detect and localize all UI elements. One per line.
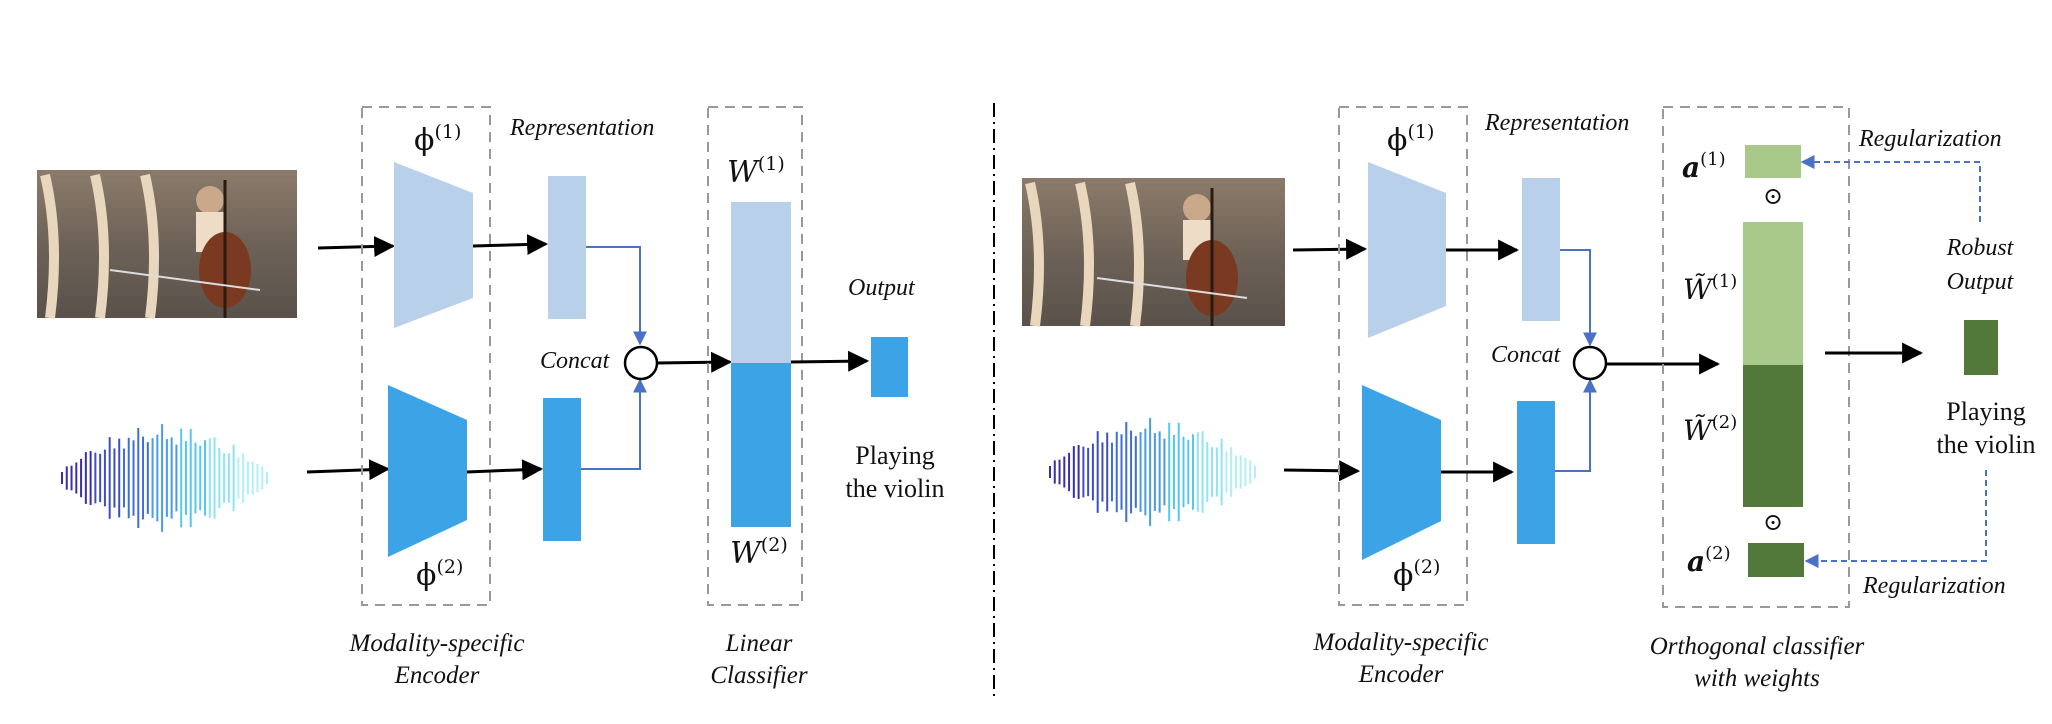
classifier-w1-label: W(1)	[727, 153, 785, 190]
regularization-bottom-label: Regularization	[1862, 573, 2006, 599]
concat-circle	[1572, 345, 1608, 381]
connector-rep2-to-concat	[581, 378, 647, 470]
encoder-caption-line2: Encoder	[394, 662, 480, 689]
arrow-concat-to-classifier	[656, 351, 733, 373]
weight-a2-label: a(2)	[1687, 543, 1731, 578]
classifier-caption-line2: Classifier	[710, 662, 808, 689]
robust-output-line2: Output	[1947, 269, 2015, 295]
encoder-phi1-label: ϕ(1)	[1387, 121, 1434, 158]
robust-output-block	[1964, 320, 1998, 375]
audio-representation	[1517, 401, 1555, 544]
classifier-w1-label: W̃(1)	[1683, 271, 1737, 306]
visual-representation	[548, 176, 586, 319]
regularization-top-connector	[1800, 155, 1981, 222]
left-panel: ϕ(1) ϕ(2) Representation Concat W(1) W(2…	[37, 106, 945, 689]
classifier-caption-line2: with weights	[1694, 665, 1820, 692]
cello-video-icon	[1022, 178, 1285, 327]
arrow-classifier-to-output	[790, 350, 870, 372]
cello-video-icon	[37, 170, 297, 319]
encoder-phi1-label: ϕ(1)	[414, 121, 461, 158]
audio-waveform-icon	[61, 424, 268, 532]
hadamard-top: ⊙	[1763, 182, 1783, 210]
classifier-w1-block	[731, 202, 791, 363]
representation-label: Representation	[509, 115, 654, 141]
regularization-top-label: Regularization	[1858, 126, 2002, 152]
concat-label: Concat	[540, 348, 611, 374]
orthogonal-classifier-dashed-box	[1662, 106, 1850, 608]
representation-label: Representation	[1484, 110, 1629, 136]
encoder-caption-line2: Encoder	[1358, 661, 1444, 688]
connector-rep1-to-concat	[1560, 249, 1597, 347]
arrow-audio-to-encoder	[1283, 460, 1361, 482]
arrow-audio-to-encoder	[306, 459, 391, 481]
prediction-line2: the violin	[846, 474, 945, 503]
classifier-w2-block	[731, 363, 791, 527]
encoder-dashed-box	[1338, 106, 1468, 606]
audio-representation	[543, 398, 581, 541]
classifier-dashed-box	[707, 106, 803, 606]
encoder-caption-line1: Modality-specific	[1313, 629, 1489, 656]
audio-waveform-icon	[1049, 418, 1256, 526]
encoder-dashed-box	[361, 106, 491, 606]
arrow-encoder1-to-rep	[472, 234, 549, 256]
visual-encoder-trapezoid	[1368, 162, 1446, 338]
classifier-w2-label: W(2)	[730, 534, 788, 571]
audio-encoder-trapezoid	[1362, 385, 1441, 560]
connector-rep1-to-concat	[586, 246, 647, 346]
encoder-phi2-label: ϕ(2)	[416, 556, 463, 593]
output-block	[871, 337, 908, 397]
arrow-encoder2-to-rep	[466, 459, 544, 481]
classifier-w1-block	[1743, 222, 1803, 365]
concat-label: Concat	[1491, 342, 1562, 368]
concat-circle	[623, 345, 659, 381]
encoder-phi2-label: ϕ(2)	[1393, 556, 1440, 593]
regularization-bottom-connector	[1804, 470, 1987, 568]
weight-a2-block	[1748, 543, 1804, 577]
classifier-caption-line1: Linear	[725, 630, 793, 657]
connector-rep2-to-concat	[1555, 378, 1597, 472]
visual-representation	[1522, 178, 1560, 321]
classifier-caption-line1: Orthogonal classifier	[1650, 633, 1865, 660]
right-panel: ϕ(1) ϕ(2) Representation Concat a(1) ⊙ W…	[1022, 106, 2036, 692]
prediction-line2: the violin	[1937, 430, 2036, 459]
prediction-line1: Playing	[1946, 397, 2025, 426]
classifier-w2-label: W̃(2)	[1683, 412, 1737, 447]
prediction-line1: Playing	[855, 441, 934, 470]
output-label: Output	[848, 275, 916, 301]
audio-encoder-trapezoid	[388, 385, 467, 557]
visual-encoder-trapezoid	[394, 162, 473, 328]
arrow-video-to-encoder	[317, 236, 396, 258]
robust-output-line1: Robust	[1946, 235, 2015, 261]
arrow-video-to-encoder	[1292, 238, 1368, 260]
hadamard-bottom: ⊙	[1763, 508, 1783, 536]
weight-a1-block	[1745, 145, 1801, 178]
weight-a1-label: a(1)	[1682, 149, 1726, 184]
classifier-w2-block	[1743, 365, 1803, 507]
encoder-caption-line1: Modality-specific	[349, 630, 525, 657]
